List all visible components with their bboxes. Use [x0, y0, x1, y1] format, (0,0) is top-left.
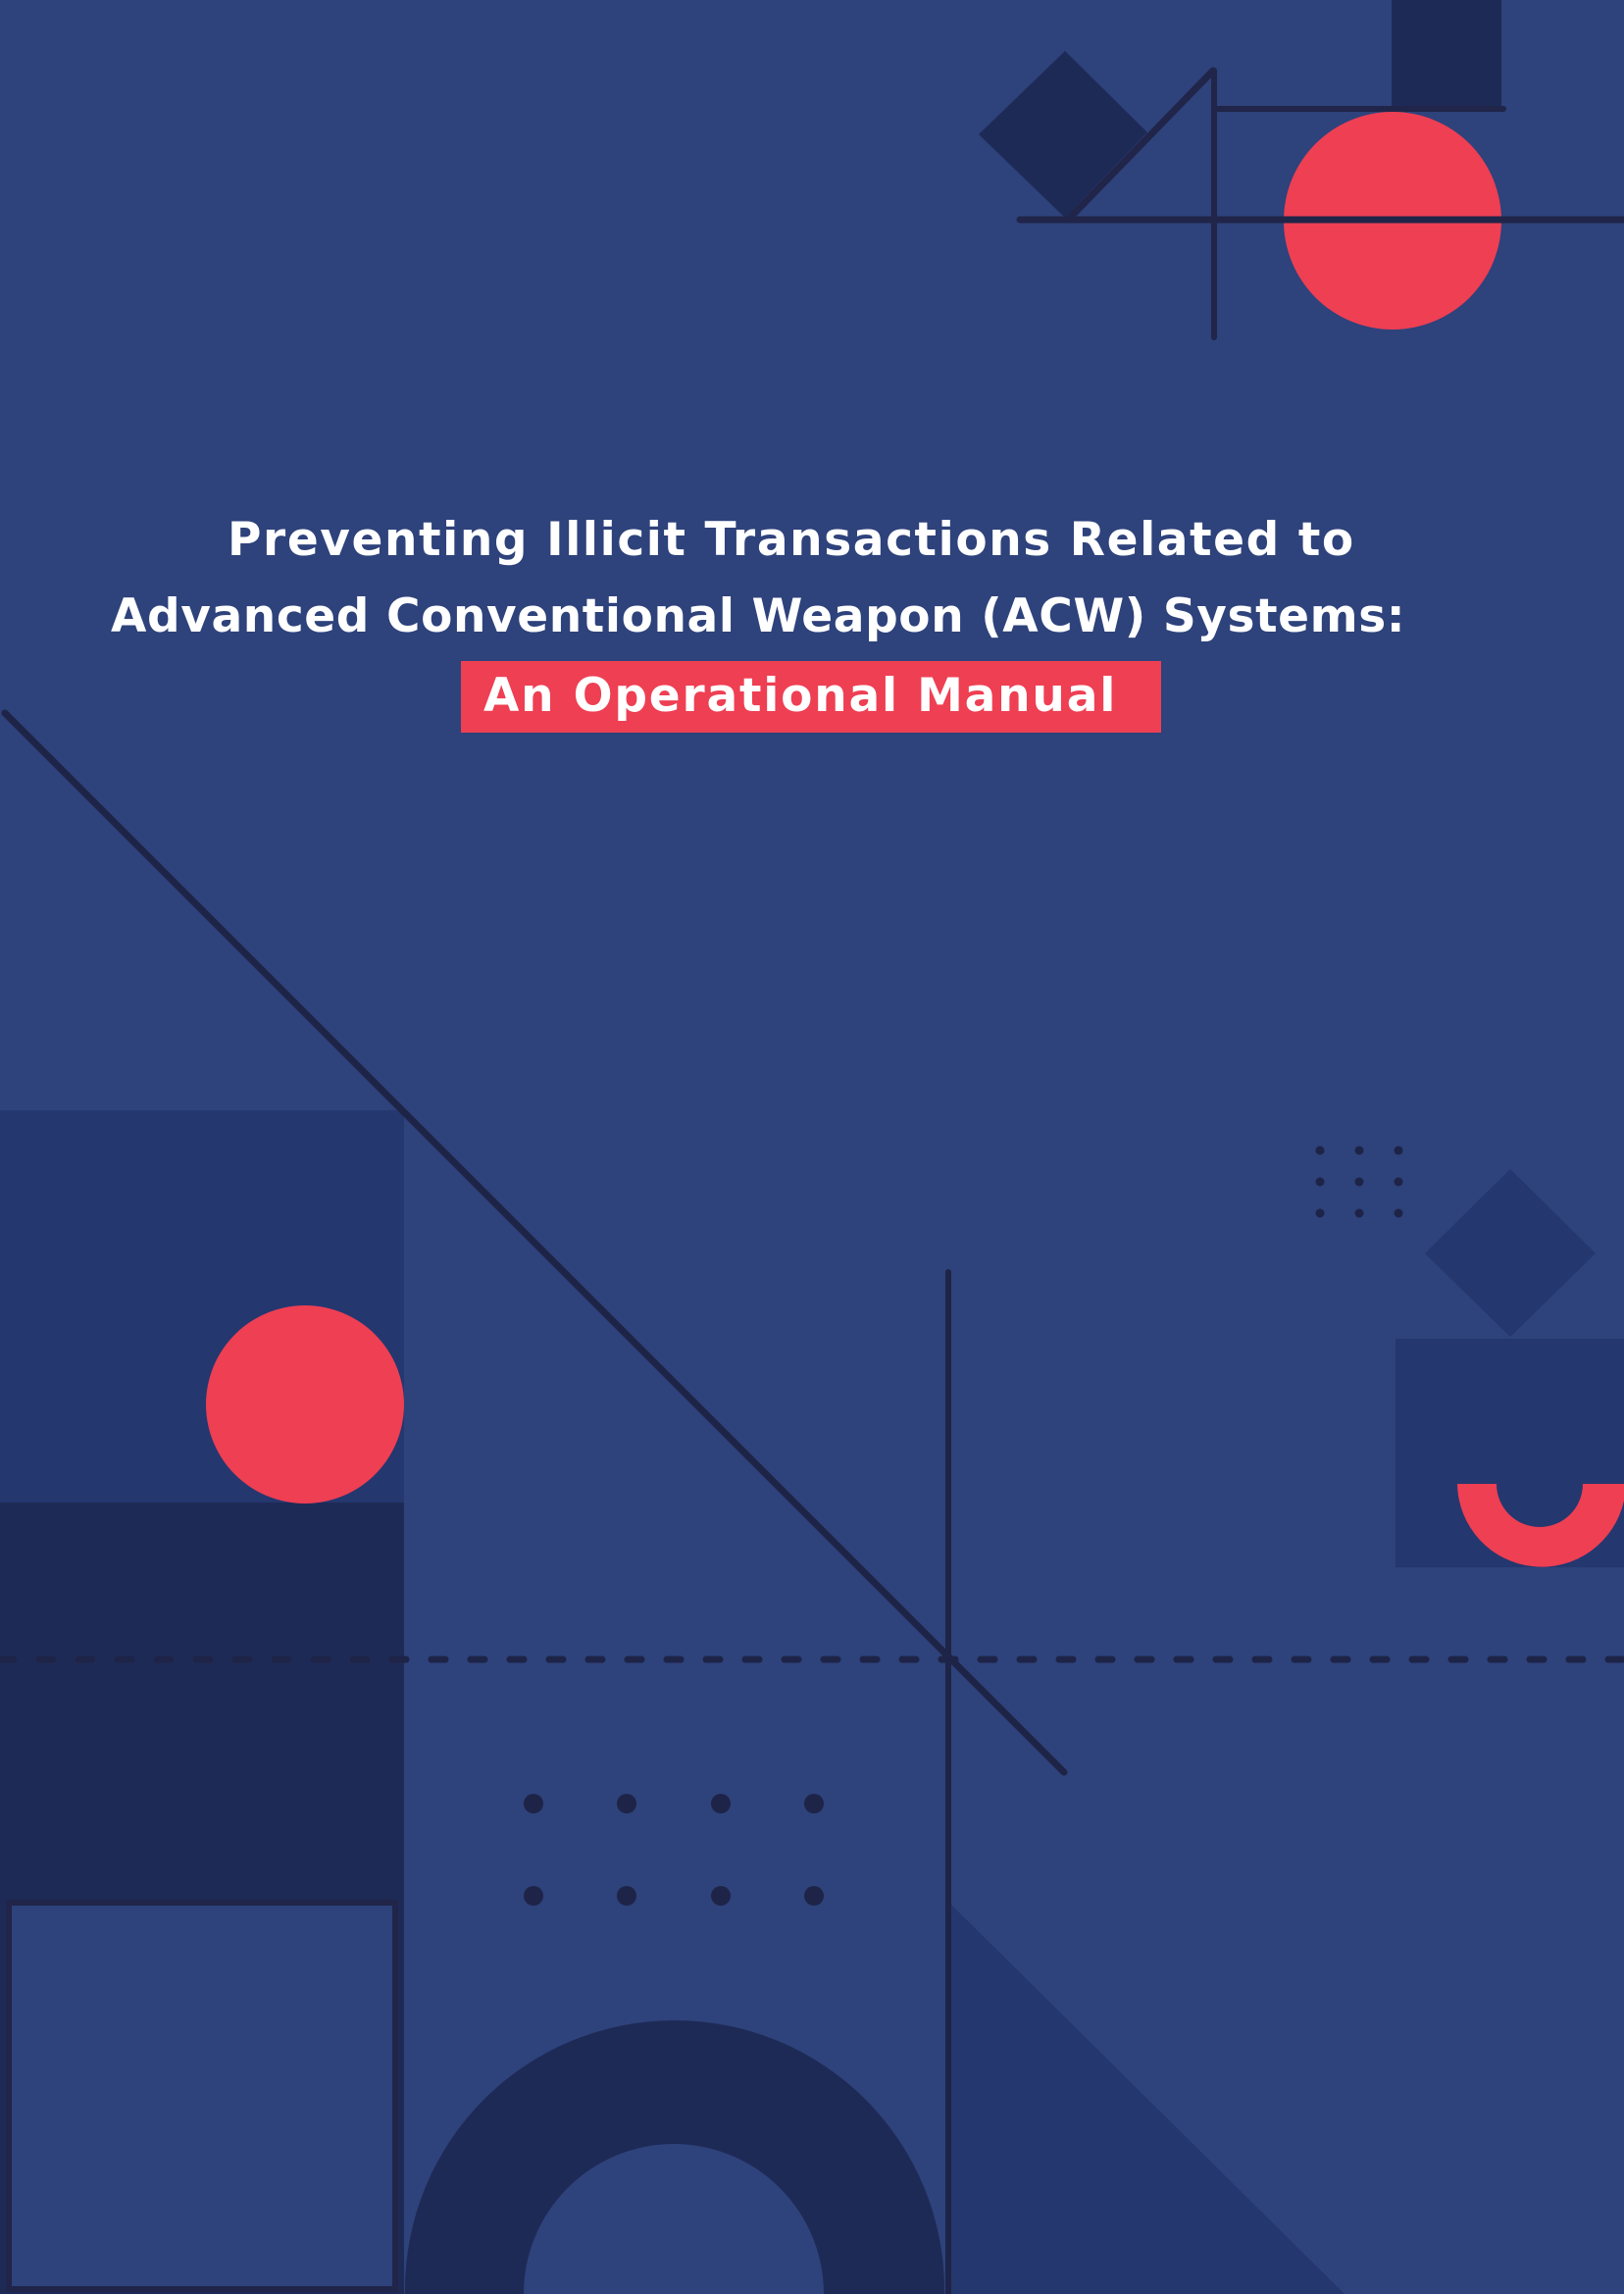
arch-inner: [524, 2144, 824, 2294]
title-block: Preventing Illicit Transactions Related …: [0, 0, 1624, 785]
title-line-1: Preventing Illicit Transactions Related …: [228, 513, 1355, 567]
red-circle-left: [206, 1305, 404, 1504]
title-line-2: Advanced Conventional Weapon (ACW) Syste…: [111, 589, 1406, 643]
top-angled-line: [1065, 67, 1217, 223]
dot-grid-large: [524, 1794, 824, 1906]
subtitle-highlight-box: [461, 661, 1161, 733]
dot-grid-small: [1315, 1146, 1403, 1218]
outlined-square: [6, 1900, 398, 2292]
shaded-triangle: [949, 1903, 1345, 2294]
long-diagonal-line: [1, 709, 1068, 1776]
red-half-ring: [1457, 1484, 1624, 1567]
top-diamond: [979, 51, 1147, 218]
subtitle: An Operational Manual: [483, 669, 1118, 723]
top-dark-square: [1392, 0, 1501, 108]
right-diamond: [1425, 1169, 1596, 1337]
